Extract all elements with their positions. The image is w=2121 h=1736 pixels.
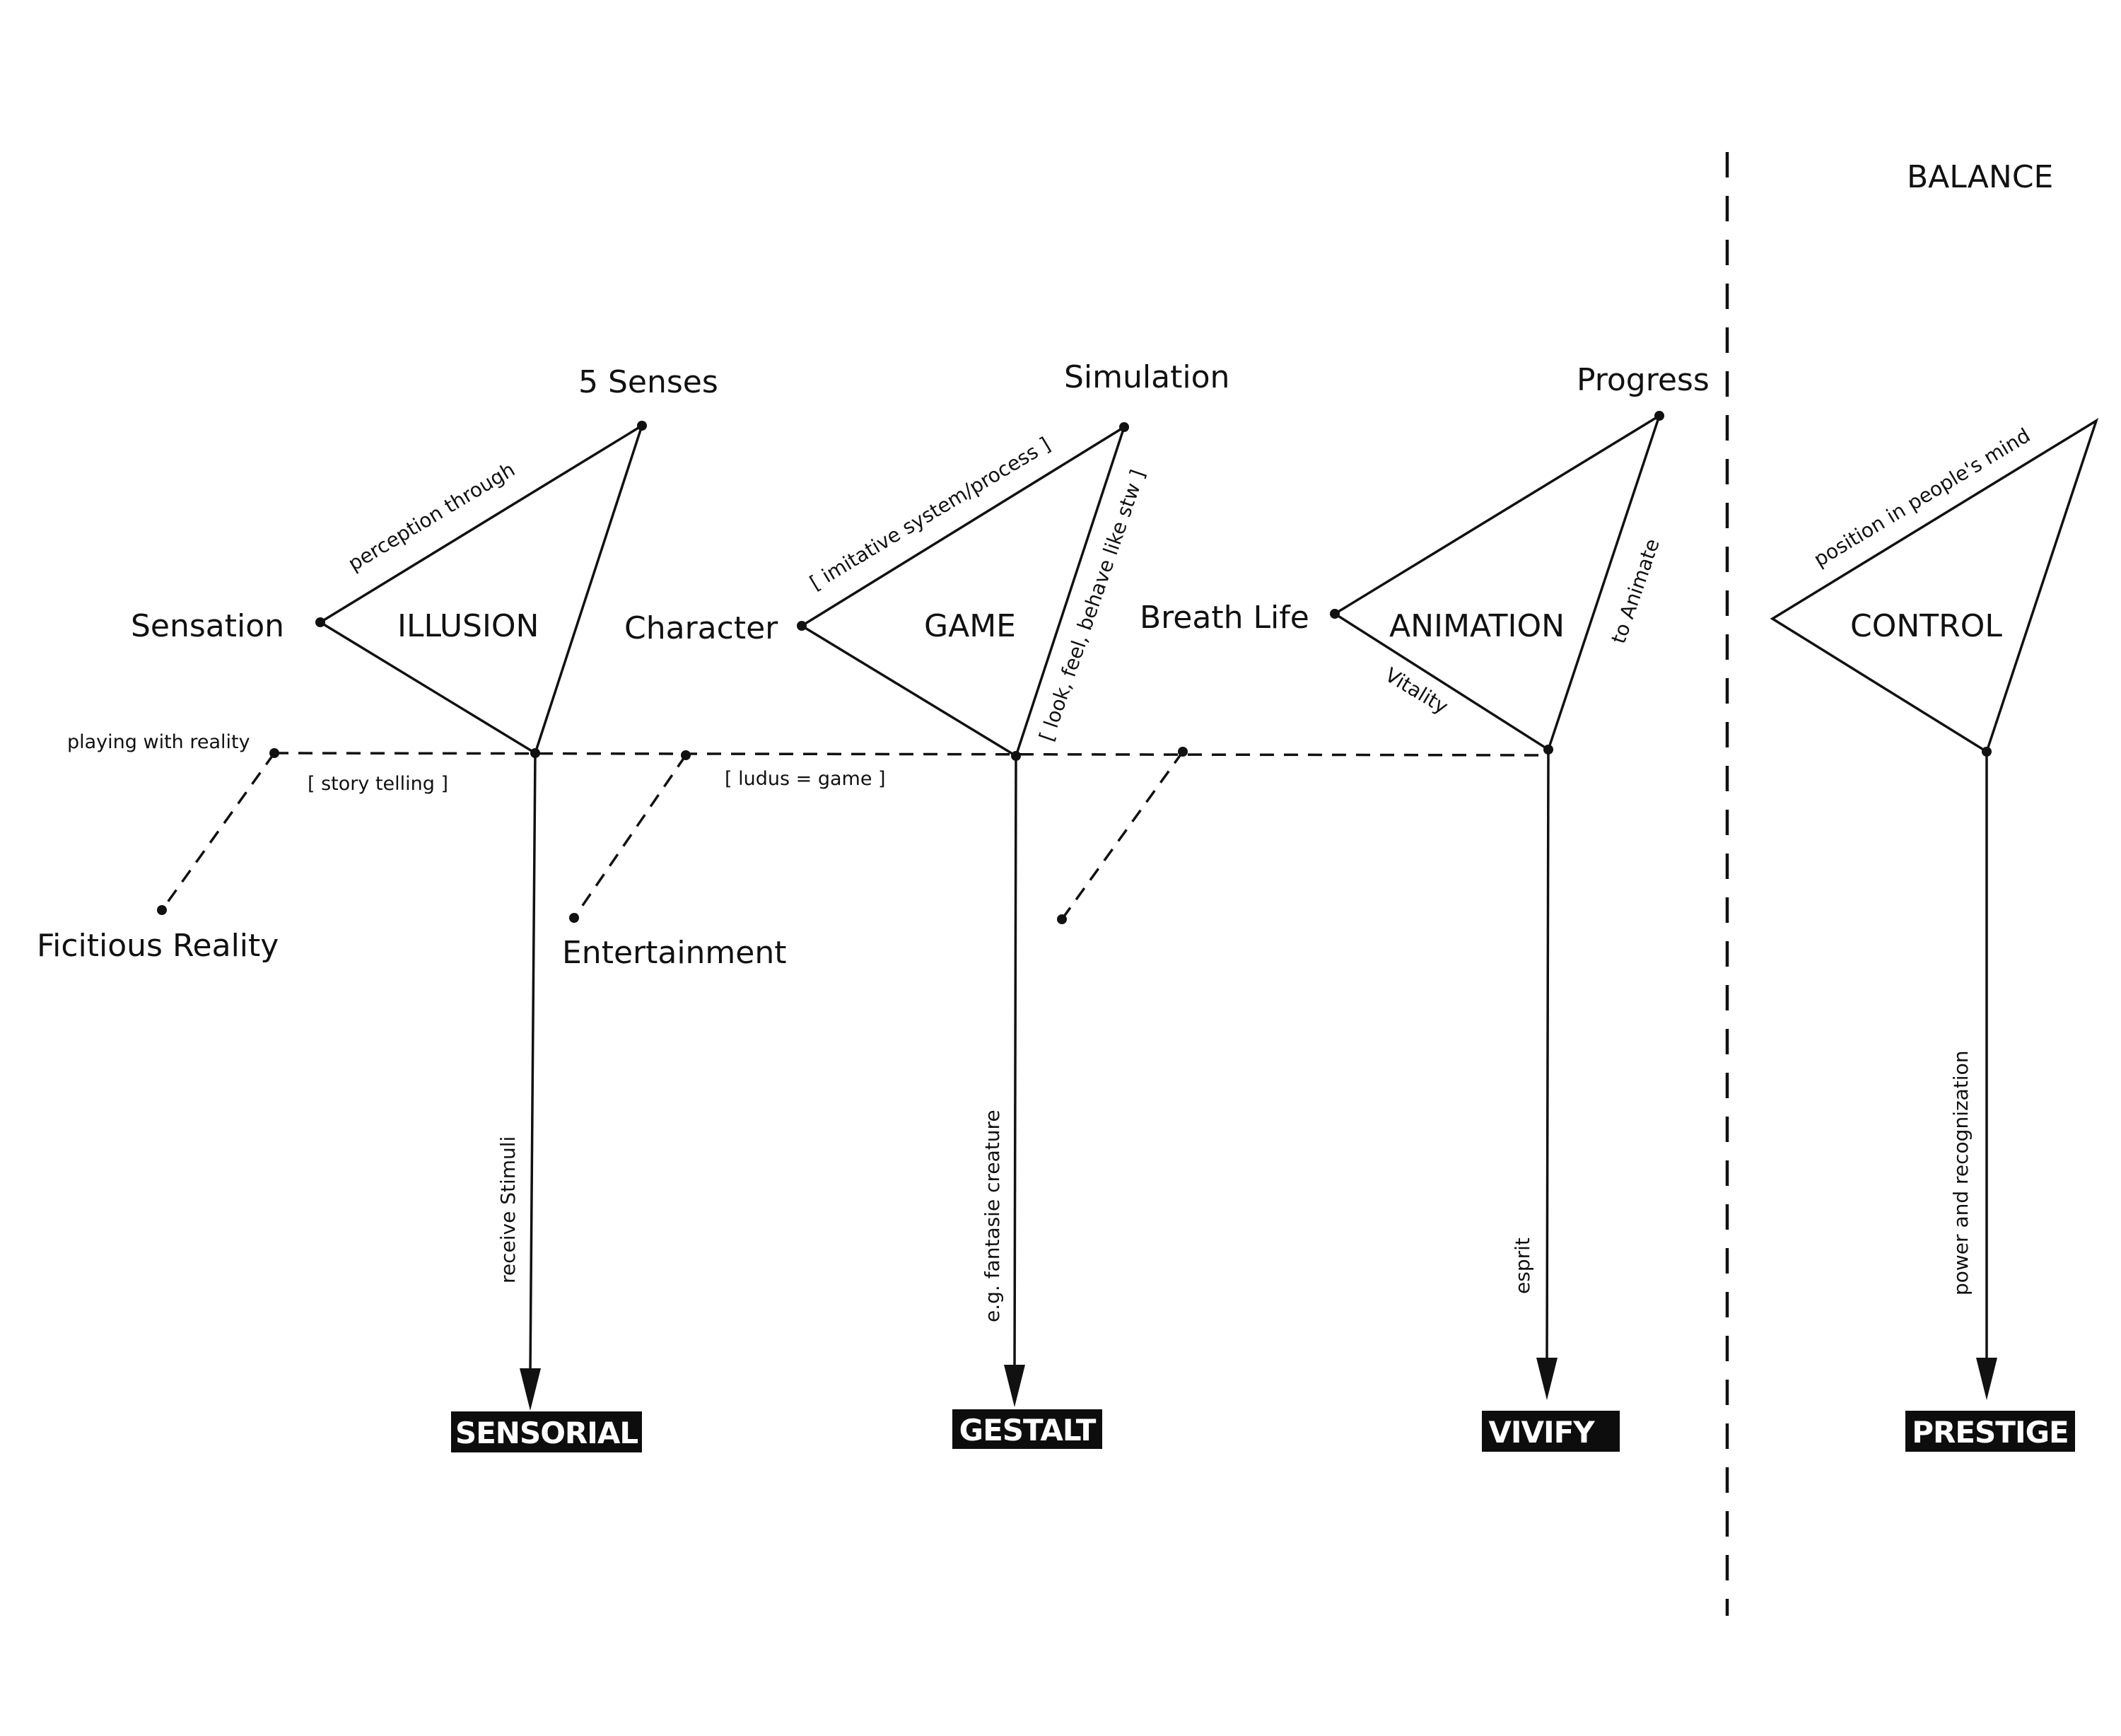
dashed-baseline <box>274 752 1549 757</box>
dot-progress <box>1654 411 1664 421</box>
illusion-center-label: ILLUSION <box>397 608 539 644</box>
illusion-triangle <box>317 423 645 755</box>
sensorial-banner: SENSORIAL <box>451 1411 642 1452</box>
control-arrowhead <box>1976 1358 1997 1400</box>
dot-sensation <box>315 617 325 627</box>
prestige-banner-text: PRESTIGE <box>1912 1415 2069 1450</box>
dot-fictitious <box>157 905 167 915</box>
game-arrowhead <box>1004 1365 1025 1407</box>
animation-right-edge-label: to Animate <box>1606 536 1664 647</box>
dot-breath-life <box>1330 609 1340 619</box>
game-stem <box>1013 755 1017 1369</box>
vivify-banner-bg <box>1482 1411 1620 1452</box>
animation-center-label: ANIMATION <box>1389 608 1565 644</box>
balance-label: BALANCE <box>1907 159 2053 195</box>
dot-control-base <box>1982 747 1992 757</box>
dot-entertainment-top <box>681 750 691 760</box>
control-center-label: CONTROL <box>1850 608 2002 644</box>
game-left-label: Character <box>624 610 778 646</box>
animation-triangle <box>1332 413 1662 752</box>
game-triangle <box>799 424 1127 758</box>
gestalt-banner-text: GESTALT <box>959 1413 1097 1447</box>
animation-top-label: Progress <box>1577 362 1710 398</box>
dot-entertainment <box>569 913 579 923</box>
illusion-left-label: Sensation <box>131 608 284 644</box>
prestige-banner-bg <box>1905 1411 2075 1452</box>
playing-with-reality-label: playing with reality <box>67 731 250 753</box>
dot-simulation <box>1119 422 1129 432</box>
fictitious-reality-label: Ficitious Reality <box>37 928 279 964</box>
vivify-banner: VIVIFY <box>1482 1411 1620 1452</box>
control-stem-label: power and recognization <box>1949 1051 1973 1295</box>
gestalt-banner-bg <box>952 1409 1102 1449</box>
sensorial-banner-bg <box>451 1411 642 1452</box>
dot-animation-base <box>1543 745 1553 755</box>
game-stem-label: e.g. fantasie creature <box>981 1109 1004 1322</box>
gestalt-banner: GESTALT <box>952 1409 1102 1449</box>
dot-game-base <box>1011 751 1021 761</box>
animation-stem <box>1546 749 1550 1362</box>
dot-illusion-base <box>530 748 540 758</box>
branch-fictitious-line <box>160 752 276 911</box>
dot-character <box>797 621 807 631</box>
game-top-edge-label: [ imitative system/process ] <box>806 433 1055 595</box>
prestige-banner: PRESTIGE <box>1905 1411 2075 1452</box>
game-center-label: GAME <box>924 608 1016 644</box>
animation-stem-label: esprit <box>1511 1237 1534 1294</box>
dot-5-senses <box>637 421 647 431</box>
dot-third-top <box>1178 747 1188 757</box>
illusion-stem <box>529 752 537 1373</box>
story-telling-label: [ story telling ] <box>308 773 448 795</box>
vivify-banner-text: VIVIFY <box>1488 1415 1595 1450</box>
illusion-stem-label: receive Stimuli <box>496 1136 520 1283</box>
sensorial-banner-text: SENSORIAL <box>455 1416 638 1450</box>
ludus-game-label: [ ludus = game ] <box>725 768 886 790</box>
game-right-edge-label: [ look, feel, behave like stw ] <box>1034 467 1150 744</box>
dot-third-bottom <box>1057 914 1067 924</box>
branch-entertainment-line <box>573 755 687 919</box>
game-top-label: Simulation <box>1064 359 1229 395</box>
entertainment-label: Entertainment <box>562 935 787 971</box>
branch-third-line <box>1060 750 1184 921</box>
control-top-edge-label: position in people's mind <box>1810 424 2035 571</box>
illusion-top-label: 5 Senses <box>578 364 718 400</box>
control-triangle <box>1770 418 2099 754</box>
animation-left-label: Breath Life <box>1140 600 1309 636</box>
illusion-arrowhead <box>520 1368 541 1411</box>
dot-playing <box>269 748 279 758</box>
animation-arrowhead <box>1536 1358 1558 1400</box>
animation-bottom-edge-label: Vitality <box>1381 663 1452 719</box>
